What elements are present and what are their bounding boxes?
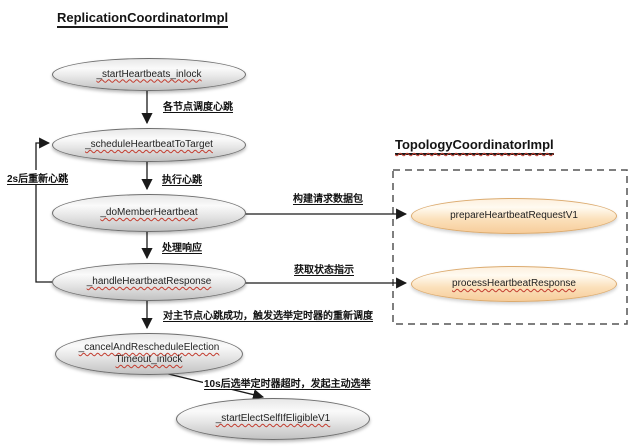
node-schedule-heartbeat: _scheduleHeartbeatToTarget	[52, 128, 246, 162]
node-prepare-heartbeat-request: prepareHeartbeatRequestV1	[411, 198, 617, 234]
edge-label-execute-heartbeat: 执行心跳	[161, 171, 203, 186]
topology-coordinator-title: TopologyCoordinatorImpl	[395, 137, 554, 155]
node-label: _handleHeartbeatResponse	[86, 276, 212, 287]
node-label-line2: Timeout_inlock	[115, 354, 183, 365]
node-label: _doMemberHeartbeat	[100, 207, 198, 218]
replication-coordinator-title: ReplicationCoordinatorImpl	[57, 10, 229, 28]
topology-dashed-box	[392, 169, 628, 325]
edge-label-schedule-each-node: 各节点调度心跳	[162, 98, 234, 113]
node-label: _scheduleHeartbeatToTarget	[85, 139, 213, 150]
node-start-heartbeats: _startHeartbeats_inlock	[52, 58, 246, 91]
node-do-member-heartbeat: _doMemberHeartbeat	[52, 194, 246, 232]
edge-label-retry-2s: 2s后重新心跳	[6, 170, 70, 185]
node-label: _startHeartbeats_inlock	[96, 68, 202, 80]
edge-label-build-request-packet: 构建请求数据包	[292, 190, 364, 205]
node-label: _startElectSelfIfEligibleV1	[215, 413, 331, 424]
edge-label-get-status: 获取状态指示	[293, 261, 355, 276]
edge-label-reschedule-election: 对主节点心跳成功，触发选举定时器的重新调度	[162, 307, 374, 322]
node-cancel-and-reschedule: _cancelAndRescheduleElection Timeout_inl…	[55, 333, 243, 375]
edge-label-handle-response: 处理响应	[161, 239, 203, 254]
node-handle-heartbeat-response: _handleHeartbeatResponse	[52, 263, 246, 301]
node-process-heartbeat-response: processHeartbeatResponse	[411, 266, 617, 302]
node-label-line1: _cancelAndRescheduleElection	[78, 342, 220, 353]
node-label: processHeartbeatResponse	[452, 278, 576, 289]
node-label: prepareHeartbeatRequestV1	[450, 210, 578, 221]
edge-label-election-timeout: 10s后选举定时器超时，发起主动选举	[203, 375, 372, 390]
node-start-elect-self: _startElectSelfIfEligibleV1	[176, 398, 370, 440]
feedback-loop-arrow	[35, 137, 52, 283]
